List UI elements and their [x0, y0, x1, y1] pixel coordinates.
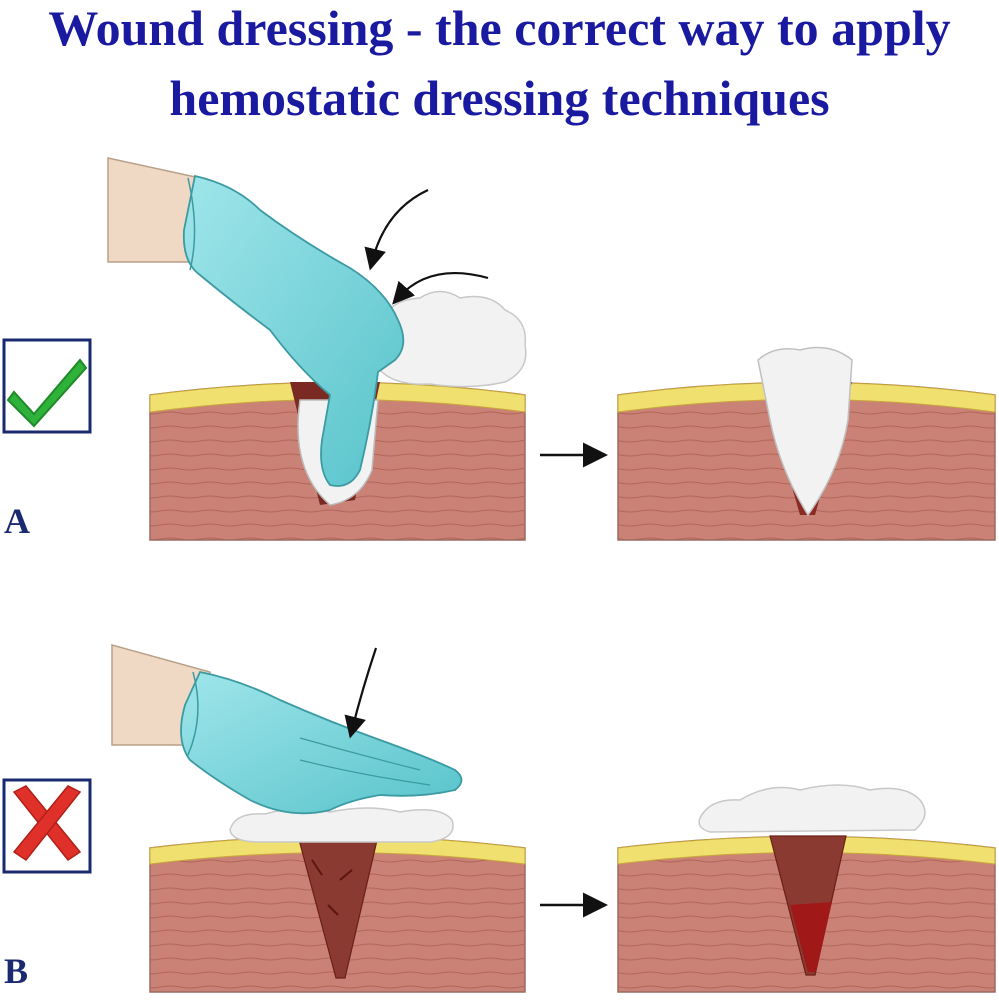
- press-arrow-a-1: [364, 189, 429, 271]
- gloved-hand-b: [111, 644, 463, 815]
- panel-a: [2, 157, 996, 541]
- press-arrow-a-2: [392, 272, 489, 305]
- tissue-section-b-before: [149, 807, 526, 993]
- tissue-section-b-after: [617, 784, 996, 993]
- page-title-line-1: Wound dressing - the correct way to appl…: [48, 0, 951, 56]
- panel-label-b: B: [4, 951, 29, 991]
- incorrect-verdict-box: [2, 778, 92, 874]
- correct-verdict-box: [2, 338, 92, 434]
- press-arrow-b: [344, 647, 378, 739]
- check-mark-icon: [6, 358, 88, 428]
- page-title-line-2: hemostatic dressing techniques: [169, 70, 830, 126]
- gauze-surface-b-after: [698, 784, 926, 833]
- panel-label-a: A: [4, 501, 30, 541]
- gauze-surface-b: [229, 807, 454, 843]
- gauze-packed-a: [757, 346, 853, 517]
- blood-pool-b: [790, 902, 832, 972]
- gauze-pile-a: [377, 290, 527, 388]
- gloved-hand-a: [107, 157, 405, 487]
- x-mark-icon: [12, 785, 82, 862]
- panel-b: [2, 644, 996, 993]
- tissue-section-a-after: [617, 346, 996, 541]
